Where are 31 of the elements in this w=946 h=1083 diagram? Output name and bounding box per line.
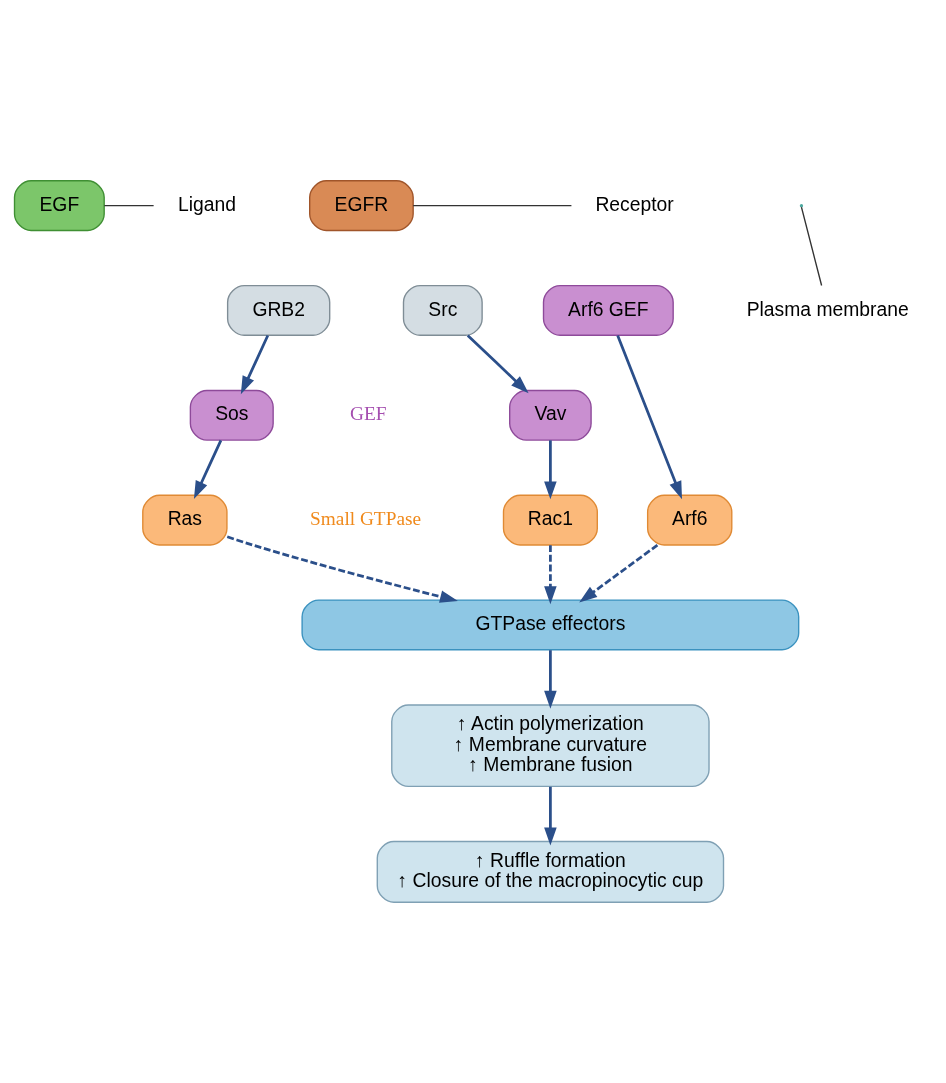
node-box: ↑ Ruffle formation ↑ Closure of the macropinocytic cup bbox=[376, 840, 724, 903]
arrow bbox=[615, 335, 682, 500]
arrow bbox=[578, 544, 658, 603]
node-text: Receptor bbox=[594, 193, 674, 215]
node-text: Plasma membrane bbox=[746, 298, 909, 320]
node-box: EGFR bbox=[308, 180, 414, 232]
node-box: ↑ Actin polymerization ↑ Membrane curvature ↑ Membrane fusion bbox=[390, 704, 710, 788]
connector bbox=[412, 204, 572, 207]
node-box: Arf6 bbox=[646, 494, 732, 546]
arrow bbox=[240, 334, 269, 395]
node-box: Src bbox=[402, 284, 483, 336]
arrow bbox=[226, 535, 458, 603]
arrow bbox=[193, 439, 222, 499]
label: Small GTPase bbox=[309, 508, 421, 530]
label: GEF bbox=[349, 403, 387, 425]
node-box: EGF bbox=[13, 180, 105, 232]
node-box: Rac1 bbox=[502, 494, 598, 546]
arrow bbox=[543, 786, 557, 846]
node-box: Vav bbox=[508, 389, 592, 441]
node-box: GRB2 bbox=[226, 284, 330, 336]
arrow bbox=[543, 440, 557, 500]
arrow bbox=[466, 334, 529, 394]
arrow bbox=[543, 545, 557, 605]
arrow bbox=[543, 650, 557, 709]
node-box: Ras bbox=[141, 494, 228, 546]
connector bbox=[800, 206, 822, 287]
node-box: Sos bbox=[189, 389, 274, 441]
node-text: Ligand bbox=[177, 193, 236, 215]
node-box: Arf6 GEF bbox=[542, 284, 674, 336]
connector bbox=[103, 204, 154, 207]
node-box: GTPase effectors bbox=[300, 599, 799, 651]
